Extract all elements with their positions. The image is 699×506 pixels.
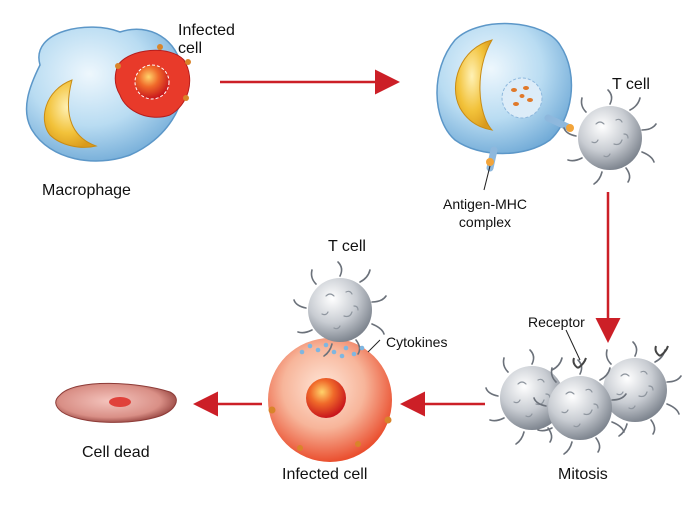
antigen-presenting-cell-icon <box>436 22 574 172</box>
t-cell-label-bottom: T cell <box>328 238 366 255</box>
infected-cell-label-bottom: Infected cell <box>282 466 368 483</box>
t-cell-label-top: T cell <box>612 76 650 93</box>
cytokine-particles <box>299 342 365 359</box>
antigen-pointer <box>483 165 491 191</box>
infected-cell-label-top-line2: cell <box>178 40 203 57</box>
antigen-mhc-label-line1: Antigen-MHC <box>442 196 528 212</box>
infected-cell-target-icon <box>268 338 392 462</box>
antigen-mhc-label-line2: complex <box>458 214 512 230</box>
infected-cell-label-top-line1: Infected <box>178 22 235 39</box>
t-cell-icon-bottom <box>293 261 387 357</box>
infected-cell-icon <box>114 44 191 118</box>
mitosis-label: Mitosis <box>558 466 608 483</box>
dead-cell-icon <box>55 382 177 423</box>
receptor-label: Receptor <box>528 314 585 330</box>
t-cell-icon <box>563 89 657 185</box>
cytokines-label: Cytokines <box>386 334 448 350</box>
receptor-pointer <box>565 329 581 361</box>
cell-dead-label: Cell dead <box>82 444 150 461</box>
macrophage-label: Macrophage <box>42 182 131 199</box>
cytokines-pointer <box>367 339 381 353</box>
mitosis-t-cells-icon <box>485 341 682 455</box>
